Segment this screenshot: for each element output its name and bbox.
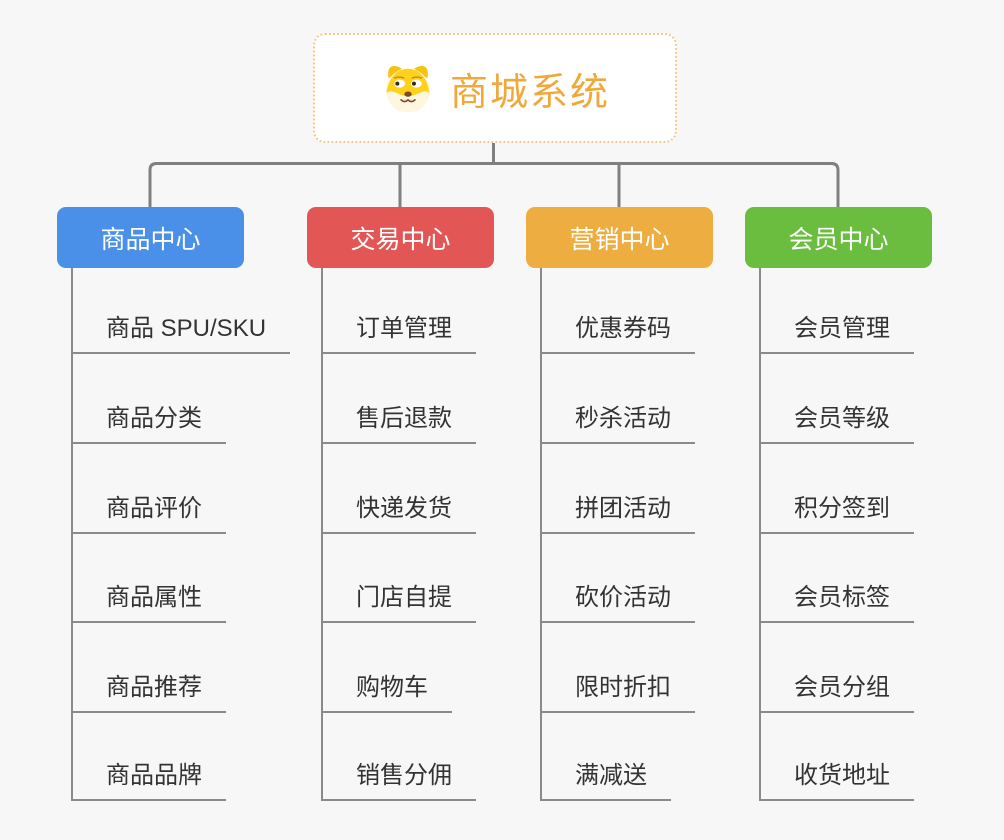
leaf-topic[interactable]: 销售分佣 bbox=[321, 760, 476, 801]
leaf-topic[interactable]: 会员管理 bbox=[759, 313, 914, 354]
leaf-topic[interactable]: 秒杀活动 bbox=[540, 403, 695, 444]
root-topic-label: 商城系统 bbox=[449, 71, 610, 114]
leaf-topic[interactable]: 限时折扣 bbox=[540, 672, 695, 713]
leaf-topic[interactable]: 收货地址 bbox=[759, 760, 914, 801]
branch-label: 会员中心 bbox=[788, 225, 889, 254]
leaf-topic[interactable]: 拼团活动 bbox=[540, 493, 695, 534]
branch-column-products: 商品中心 商品 SPU/SKU 商品分类 商品评价 商品属性 商品推荐 商品品牌 bbox=[57, 207, 327, 817]
root-topic[interactable]: 商城系统 bbox=[313, 33, 677, 143]
branch-trunk-line bbox=[540, 268, 542, 801]
branch-trunk-line bbox=[759, 268, 761, 801]
branch-node-members[interactable]: 会员中心 bbox=[745, 207, 932, 268]
leaf-topic[interactable]: 商品 SPU/SKU bbox=[71, 313, 291, 354]
leaf-topic[interactable]: 快递发货 bbox=[321, 493, 476, 534]
leaf-topic[interactable]: 商品属性 bbox=[71, 582, 226, 623]
leaf-topic[interactable]: 售后退款 bbox=[321, 403, 476, 444]
leaf-topic[interactable]: 会员标签 bbox=[759, 582, 914, 623]
dog-face-icon bbox=[386, 65, 430, 113]
branch-column-members: 会员中心 会员管理 会员等级 积分签到 会员标签 会员分组 收货地址 bbox=[745, 207, 1004, 817]
leaf-topic[interactable]: 商品推荐 bbox=[71, 672, 226, 713]
leaf-topic[interactable]: 商品评价 bbox=[71, 493, 226, 534]
branch-node-trade[interactable]: 交易中心 bbox=[307, 207, 494, 268]
leaf-topic[interactable]: 门店自提 bbox=[321, 582, 476, 623]
leaf-topic[interactable]: 购物车 bbox=[321, 672, 452, 713]
branch-trunk-line bbox=[321, 268, 323, 801]
branch-trunk-line bbox=[71, 268, 73, 801]
leaf-topic[interactable]: 商品品牌 bbox=[71, 760, 226, 801]
leaf-topic[interactable]: 订单管理 bbox=[321, 313, 476, 354]
leaf-topic[interactable]: 满减送 bbox=[540, 760, 671, 801]
leaf-topic[interactable]: 商品分类 bbox=[71, 403, 226, 444]
branch-column-trade: 交易中心 订单管理 售后退款 快递发货 门店自提 购物车 销售分佣 bbox=[307, 207, 577, 817]
leaf-topic[interactable]: 会员等级 bbox=[759, 403, 914, 444]
branch-label: 交易中心 bbox=[350, 225, 451, 254]
branch-node-marketing[interactable]: 营销中心 bbox=[526, 207, 713, 268]
branch-node-products[interactable]: 商品中心 bbox=[57, 207, 244, 268]
branch-label: 商品中心 bbox=[100, 225, 201, 254]
leaf-topic[interactable]: 会员分组 bbox=[759, 672, 914, 713]
branch-column-marketing: 营销中心 优惠券码 秒杀活动 拼团活动 砍价活动 限时折扣 满减送 bbox=[526, 207, 796, 817]
branch-label: 营销中心 bbox=[569, 225, 670, 254]
leaf-topic[interactable]: 砍价活动 bbox=[540, 582, 695, 623]
leaf-topic[interactable]: 积分签到 bbox=[759, 493, 914, 534]
leaf-topic[interactable]: 优惠券码 bbox=[540, 313, 695, 354]
